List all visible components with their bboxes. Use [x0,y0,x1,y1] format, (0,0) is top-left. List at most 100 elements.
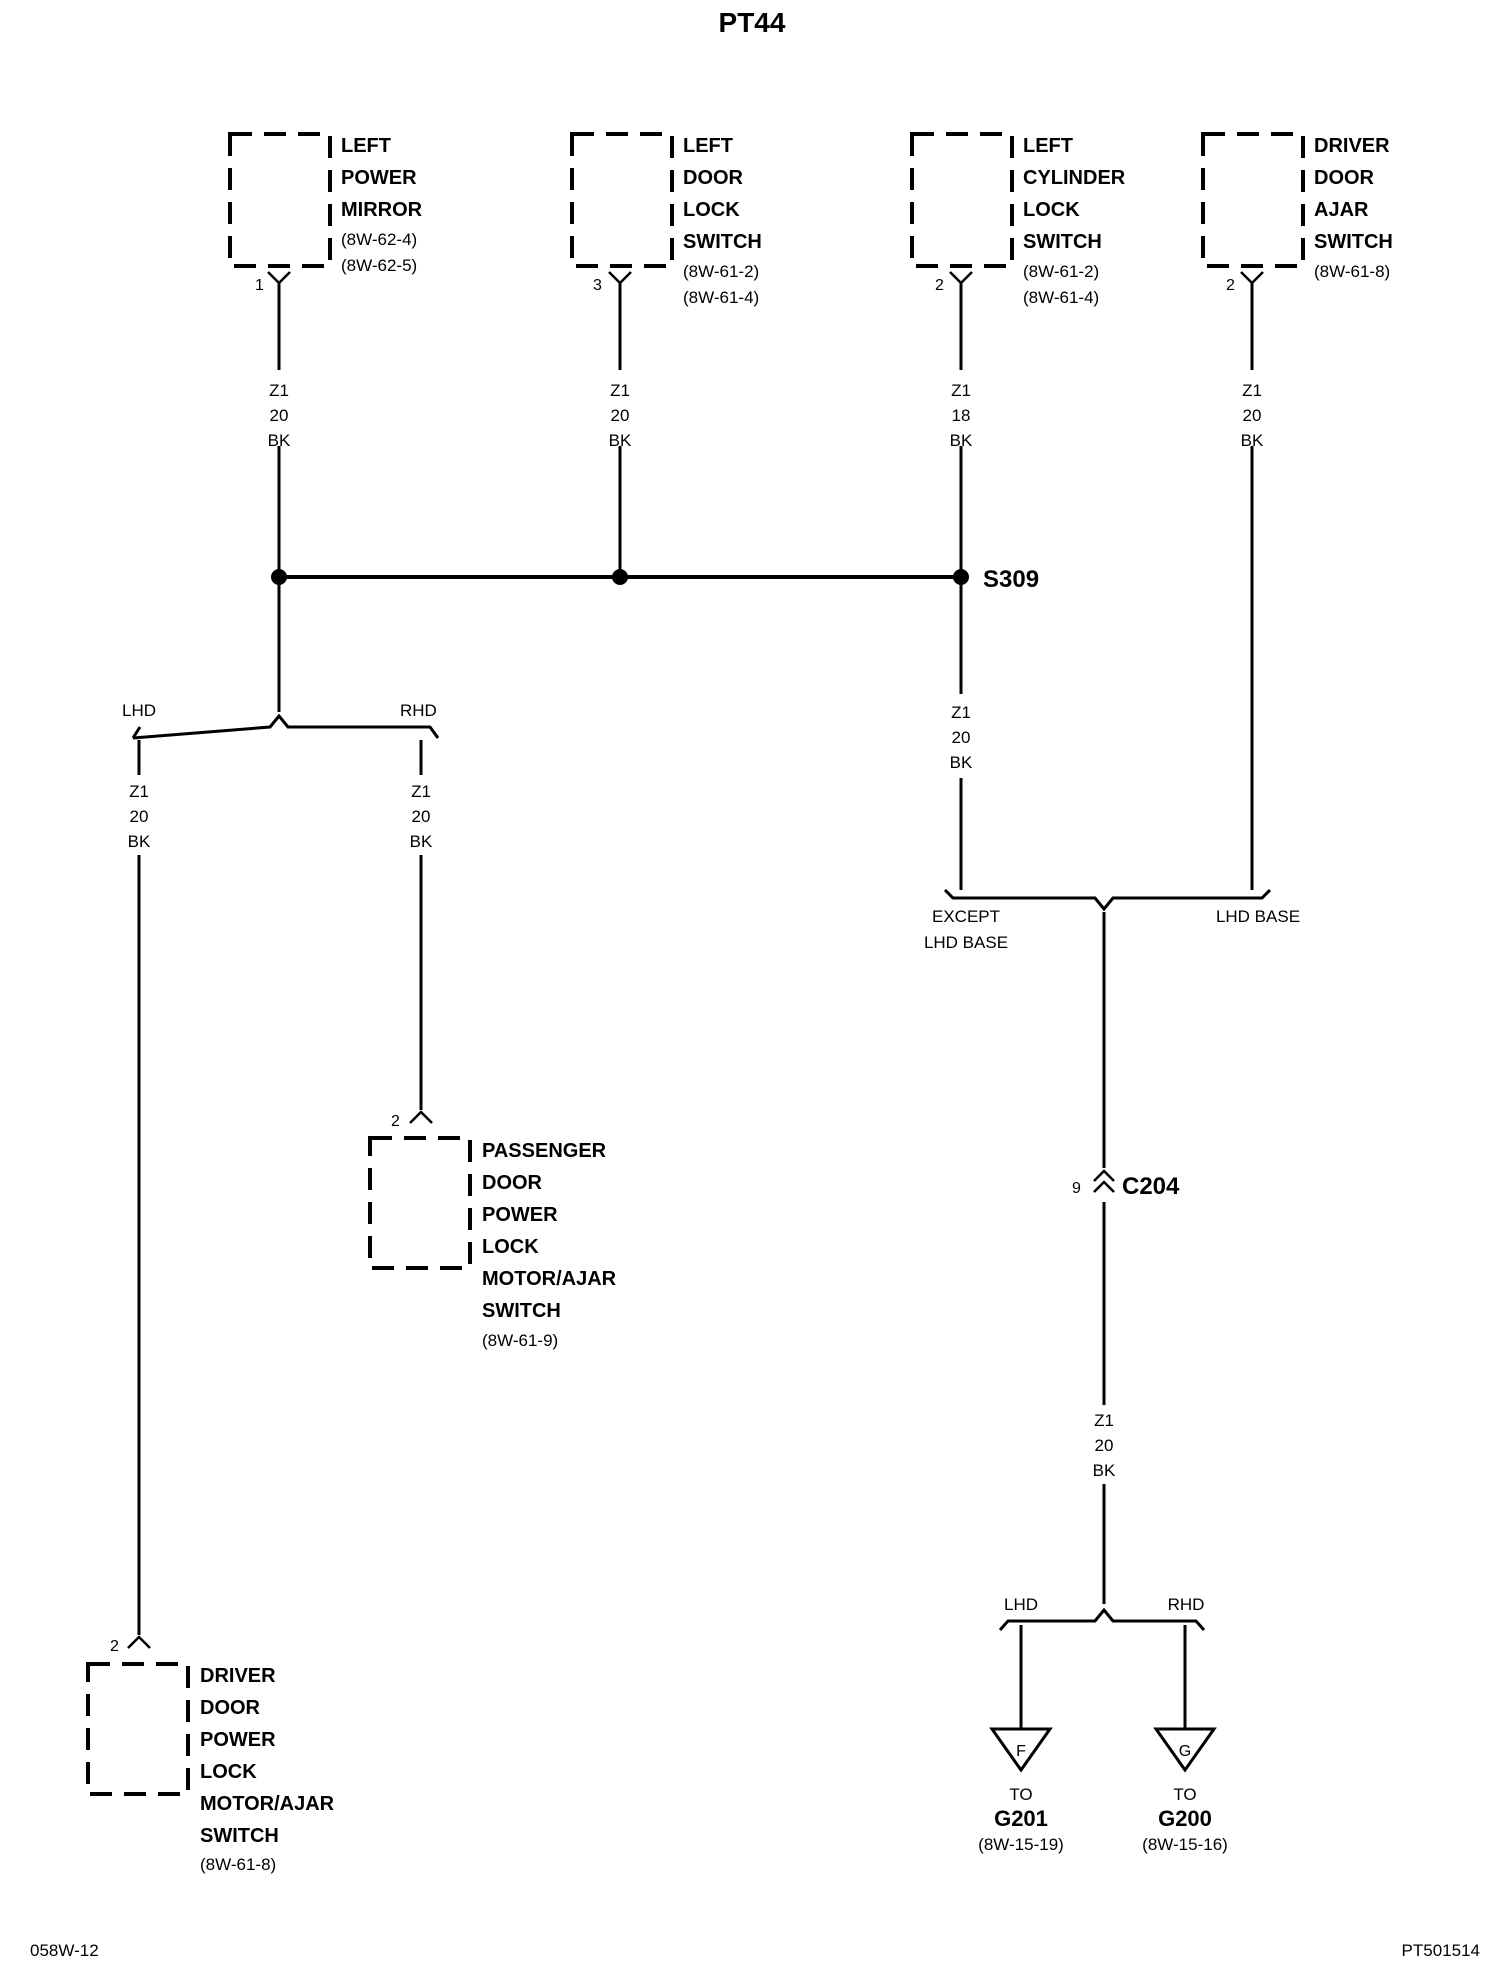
component-box [228,132,332,268]
ground-letter: G [1179,1743,1191,1760]
component-ref: (8W-61-4) [683,288,759,307]
wire-color: BK [950,753,973,772]
wire-color: BK [410,832,433,851]
option-bar-end [131,726,142,739]
connector-terminal-icon [949,271,973,285]
wire-code-s309-drop: Z1 20 BK [950,703,973,772]
wire-color: BK [609,431,632,450]
pin-number: 2 [935,277,944,294]
component-box [1201,132,1305,268]
component-label-line: CYLINDER [1023,167,1126,189]
wire-circuit: Z1 [411,782,431,801]
component-label-line: LOCK [1023,199,1080,221]
wire-code-mirror: Z1 20 BK [268,381,291,450]
option-label-rhd: RHD [1168,1595,1205,1614]
left-door-lock-switch-component: LEFT DOOR LOCK SWITCH (8W-61-2) (8W-61-4… [570,132,762,307]
component-ref: (8W-61-9) [482,1331,558,1350]
wire-gauge: 18 [952,406,971,425]
option-label-rhd: RHD [400,701,437,720]
component-ref: (8W-61-8) [1314,262,1390,281]
wire-code-rhd-drop: Z1 20 BK [410,782,433,851]
component-label-line: LEFT [683,135,733,157]
wire-circuit: Z1 [269,381,289,400]
middle-option-split: EXCEPT LHD BASE LHD BASE [924,888,1300,952]
component-label-line: DRIVER [1314,135,1390,157]
splice-dot [271,569,287,585]
wire-gauge: 20 [1243,406,1262,425]
component-label-line: MOTOR/AJAR [200,1793,335,1815]
left-power-mirror-component: LEFT POWER MIRROR (8W-62-4) (8W-62-5) 1 [228,132,423,294]
lower-option-split: LHD RHD [998,1595,1206,1631]
wire-code-ground-feed: Z1 20 BK [1093,1411,1116,1480]
splice-dot [612,569,628,585]
component-label-line: LEFT [341,135,391,157]
wire-color: BK [1241,431,1264,450]
ground-ref: (8W-15-16) [1142,1835,1228,1854]
component-label-line: PASSENGER [482,1140,607,1162]
component-label-line: SWITCH [683,231,762,253]
wire-circuit: Z1 [129,782,149,801]
component-ref: (8W-61-8) [200,1855,276,1874]
component-label-line: DRIVER [200,1665,276,1687]
component-label-line: DOOR [200,1697,261,1719]
connector-terminal-icon [1093,1180,1115,1193]
option-bar [943,888,1272,912]
ground-symbol-icon [1153,1727,1217,1773]
component-label-line: MOTOR/AJAR [482,1268,617,1290]
component-ref: (8W-61-2) [683,262,759,281]
upper-option-split: LHD RHD [122,701,440,740]
component-box [570,132,674,268]
connector-terminal-icon [608,271,632,285]
connector-terminal-icon [1240,271,1264,285]
wire-circuit: Z1 [1242,381,1262,400]
ground-name: G201 [994,1806,1048,1831]
component-ref: (8W-62-5) [341,256,417,275]
ground-letter: F [1016,1743,1026,1760]
component-label-line: SWITCH [482,1300,561,1322]
component-label-line: POWER [482,1204,558,1226]
wire-code-door-lock: Z1 20 BK [609,381,632,450]
component-box [86,1662,190,1796]
wire-color: BK [268,431,291,450]
ground-to-label: TO [1009,1785,1032,1804]
wire-color: BK [128,832,151,851]
splice-label: S309 [983,566,1039,593]
connector-label: C204 [1122,1173,1180,1200]
wire-color: BK [950,431,973,450]
component-label-line: SWITCH [1023,231,1102,253]
pin-number: 2 [1226,277,1235,294]
ground-name: G200 [1158,1806,1212,1831]
left-cylinder-lock-switch-component: LEFT CYLINDER LOCK SWITCH (8W-61-2) (8W-… [910,132,1126,307]
component-label-line: SWITCH [1314,231,1393,253]
connector-terminal-icon [127,1635,151,1649]
component-label-line: LOCK [482,1236,539,1258]
ground-f: F TO G201 (8W-15-19) [978,1727,1064,1854]
option-label-lhd: LHD [122,701,156,720]
c204-connector: 9 C204 [1072,1169,1180,1200]
component-box [368,1136,472,1270]
connector-terminal-icon [409,1110,433,1124]
wire-gauge: 20 [611,406,630,425]
ground-to-label: TO [1173,1785,1196,1804]
wire-gauge: 20 [952,728,971,747]
component-label-line: LEFT [1023,135,1073,157]
passenger-door-power-lock-component: 2 PASSENGER DOOR POWER LOCK MOTOR/AJAR S… [368,1110,617,1350]
pin-number: 2 [110,1638,119,1655]
option-label-except-line: LHD BASE [924,933,1008,952]
driver-door-power-lock-component: 2 DRIVER DOOR POWER LOCK MOTOR/AJAR SWIT… [86,1635,335,1874]
wire-code-ajar: Z1 20 BK [1241,381,1264,450]
option-label-except-line: EXCEPT [932,907,1000,926]
component-label-line: DOOR [482,1172,543,1194]
component-label-line: MIRROR [341,199,423,221]
component-label-line: AJAR [1314,199,1369,221]
wire-gauge: 20 [130,807,149,826]
wire-circuit: Z1 [951,703,971,722]
component-label-line: POWER [200,1729,276,1751]
component-ref: (8W-61-4) [1023,288,1099,307]
component-label-line: LOCK [683,199,740,221]
component-label-line: SWITCH [200,1825,279,1847]
pin-number: 2 [391,1113,400,1130]
wire-code-cylinder: Z1 18 BK [950,381,973,450]
component-ref: (8W-62-4) [341,230,417,249]
